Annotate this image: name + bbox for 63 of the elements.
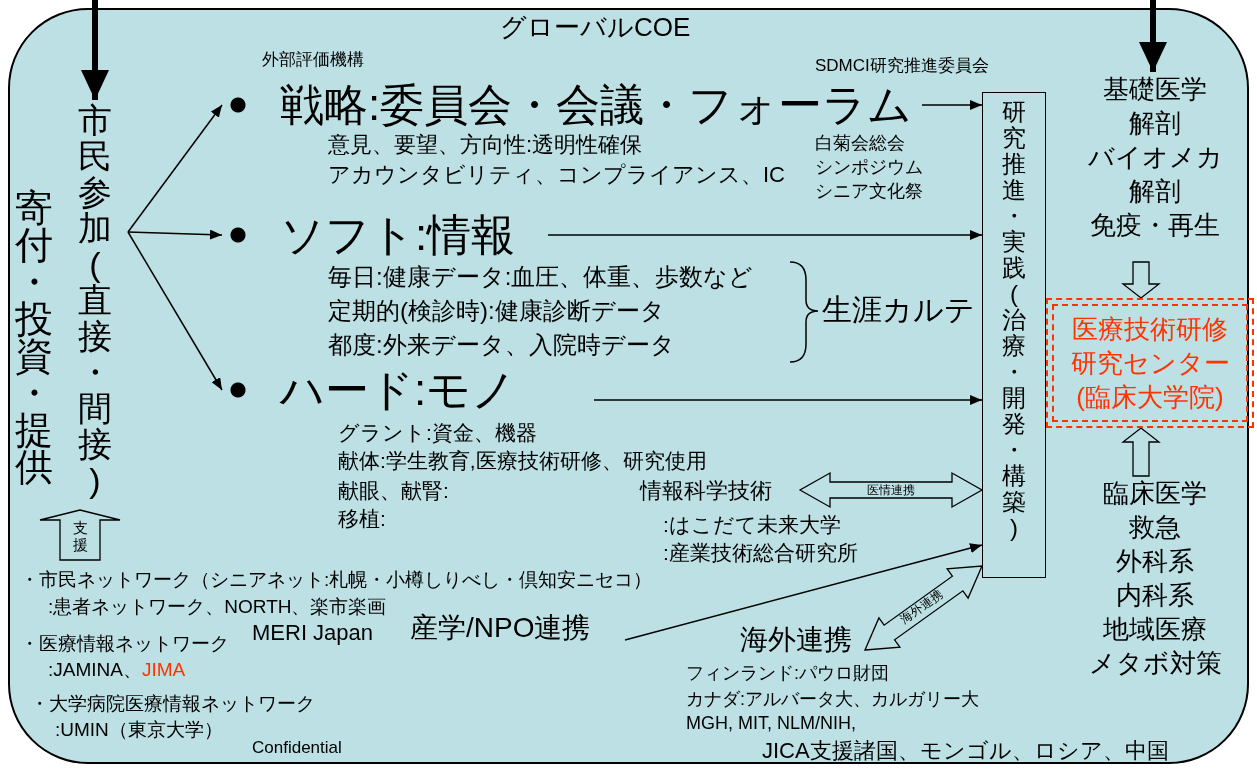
arrow bbox=[921, 100, 983, 110]
label-text: :JAMINA、 bbox=[48, 658, 142, 681]
label-text: シニア文化祭 bbox=[815, 180, 923, 202]
label-text: MERI Japan bbox=[252, 620, 374, 646]
label-text: 寄付・投資・提供 bbox=[14, 190, 54, 486]
label-text: 都度:外来データ、入院時データ bbox=[328, 330, 675, 359]
label-text: 献眼、献腎: bbox=[338, 478, 449, 503]
block-arrow bbox=[1121, 427, 1161, 477]
dashed-box: 医療技術研修研究センター(臨床大学院) bbox=[1046, 298, 1254, 428]
arrow bbox=[593, 395, 983, 405]
edge-label: 支援 bbox=[71, 519, 89, 553]
double-block-arrow bbox=[863, 565, 984, 651]
label-text: ・大学病院医療情報ネットワーク bbox=[30, 692, 315, 715]
list-item: 解剖 bbox=[1129, 107, 1181, 140]
label-text: :産業技術総合研究所 bbox=[663, 540, 858, 565]
label-text: MGH, MIT, NLM/NIH, bbox=[686, 712, 856, 734]
label-text: :UMIN（東京大学） bbox=[55, 718, 223, 741]
list-item: 基礎医学 bbox=[1103, 73, 1207, 106]
label-text: 意見、要望、方向性:透明性確保 bbox=[328, 132, 643, 158]
list-item: 内科系 bbox=[1116, 579, 1194, 612]
arrow bbox=[127, 231, 223, 391]
label-text: 定期的(検診時):健康診断データ bbox=[328, 296, 665, 325]
label-text: グラント:資金、機器 bbox=[338, 420, 537, 445]
list-item: 外科系 bbox=[1116, 545, 1194, 578]
heading-text: 海外連携 bbox=[740, 620, 865, 660]
label-text: アカウンタビリティ、コンプライアンス、IC bbox=[328, 162, 785, 188]
label-text: カナダ:アルバータ大、カルガリー大 bbox=[686, 688, 979, 710]
arrow bbox=[127, 104, 223, 233]
heading-text: 情報科学技術 bbox=[640, 476, 800, 506]
label-text: 生涯カルテ bbox=[822, 292, 975, 328]
arrow bbox=[127, 229, 223, 240]
label-text: JIMA bbox=[142, 658, 186, 681]
panel-title: グローバルCOE bbox=[500, 12, 691, 42]
label-text: シンポジウム bbox=[815, 156, 923, 178]
edge-label: 医情連携 bbox=[866, 483, 916, 497]
heading-text: 産学/NPO連携 bbox=[410, 608, 625, 648]
arrow bbox=[81, 0, 109, 100]
arrow bbox=[1139, 0, 1167, 72]
block-arrow bbox=[39, 509, 121, 561]
list-item: 地域医療 bbox=[1103, 613, 1207, 646]
label-text: 献体:学生教育,医療技術研修、研究使用 bbox=[338, 448, 707, 473]
arrow bbox=[624, 543, 983, 641]
double-block-arrow bbox=[798, 471, 984, 509]
label-text: 移植: bbox=[338, 506, 386, 531]
list-item: 臨床医学 bbox=[1103, 477, 1207, 510]
label-text: JICA支援諸国、モンゴル、ロシア、中国 bbox=[762, 738, 1169, 764]
label-text: Confidential bbox=[252, 738, 342, 758]
vertical-box: 研究推進・実践(治療・開発・構築) bbox=[982, 92, 1046, 578]
label-text: :患者ネットワーク、NORTH、楽市楽画 bbox=[48, 595, 387, 618]
vertical-text: 市民参加(直接・間接) bbox=[62, 100, 128, 510]
list-item: 解剖 bbox=[1129, 175, 1181, 208]
list-item: 救急 bbox=[1129, 511, 1181, 544]
label-text: 毎日:健康データ:血圧、体重、歩数など bbox=[328, 262, 754, 291]
list-item: バイオメカ bbox=[1087, 141, 1223, 174]
arrow bbox=[547, 230, 983, 240]
label-text: フィンランド:パウロ財団 bbox=[686, 662, 889, 684]
label-text: ・医療情報ネットワーク bbox=[20, 632, 229, 655]
list-item: 免疫・再生 bbox=[1090, 209, 1220, 242]
label-text: SDMCI研究推進委員会 bbox=[815, 56, 989, 76]
label-text: :はこだて未来大学 bbox=[663, 512, 841, 537]
block-arrow bbox=[1121, 261, 1161, 299]
label-text: ・市民ネットワーク（シニアネット:札幌・小樽しりべし・倶知安ニセコ） bbox=[20, 568, 653, 591]
list-item: メタボ対策 bbox=[1088, 647, 1222, 680]
